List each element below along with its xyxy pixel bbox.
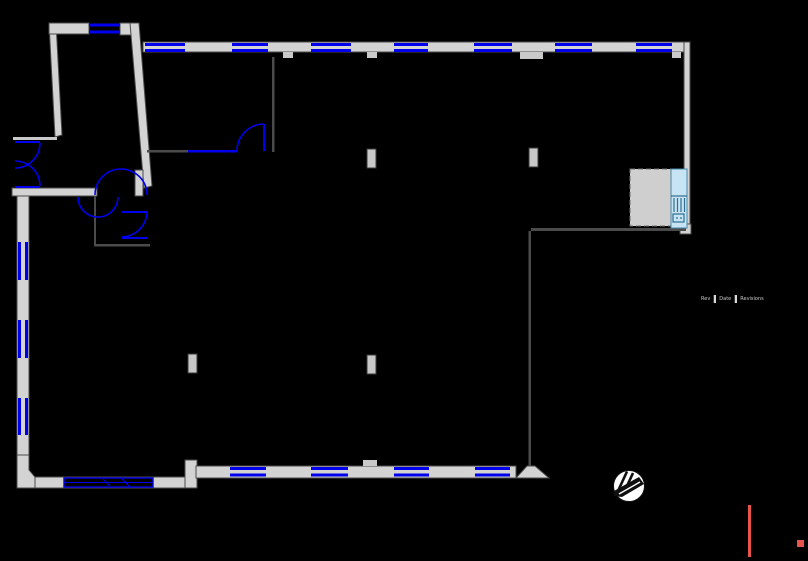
wall-entry-lintel: [11, 187, 98, 197]
protrusion-wall-top: [48, 22, 90, 35]
kitchenette-cabinet-dashed: [629, 168, 672, 227]
sink-basin: [672, 213, 685, 223]
revision-table-header: Rev Date Revisions: [701, 295, 764, 303]
vestibule-side-door-leaf: [122, 211, 148, 213]
pilaster: [520, 52, 543, 59]
window: [555, 43, 592, 52]
wall-bottom-right: [195, 465, 517, 479]
window: [89, 23, 120, 34]
vestibule-side-door-swing-arc: [121, 212, 148, 238]
red-scale-line: [748, 505, 751, 557]
window: [311, 467, 348, 477]
entrance-door-leaf: [15, 186, 40, 188]
north-arrow-icon: [613, 470, 645, 502]
entrance-door-leaf: [15, 141, 40, 143]
storefront-window: [63, 477, 154, 488]
window: [18, 242, 28, 280]
vestibule-door-swing-arc: [94, 168, 122, 196]
window: [230, 467, 266, 477]
window: [145, 43, 185, 52]
pilaster: [672, 52, 681, 58]
vestibule-wall-bottom: [94, 244, 150, 247]
window: [311, 43, 351, 52]
pilaster: [283, 52, 293, 58]
window: [232, 43, 268, 52]
window: [636, 43, 672, 52]
column: [187, 353, 198, 374]
window: [18, 320, 28, 358]
windows-top-wall: [89, 23, 672, 52]
vestibule-side-door-leaf: [122, 237, 148, 239]
window: [474, 43, 512, 52]
kitchenette-counter: [670, 168, 688, 229]
window: [394, 43, 428, 52]
entrance-door-swing-arc: [14, 160, 41, 187]
vestibule-wall-left: [94, 196, 96, 246]
revision-date-label: Date: [719, 295, 732, 302]
window: [394, 467, 429, 477]
office-wall-horizontal: [147, 150, 188, 153]
revision-separator: [713, 295, 717, 303]
wall-slanted: [129, 22, 153, 189]
structural-columns: [187, 147, 539, 375]
kitchenette: [629, 168, 688, 229]
wall-corner-bottom-left: [16, 454, 36, 489]
interior-walls: [94, 57, 686, 466]
windows-bottom-wall: [63, 467, 510, 488]
wall-bottom-flare: [514, 465, 551, 479]
entry-recess-lintel: [13, 137, 57, 140]
vestibule-door-swing-arc: [97, 196, 119, 218]
wall-notch-vertical: [528, 231, 531, 466]
pilaster: [363, 460, 377, 466]
revision-separator: [734, 295, 738, 303]
window: [475, 467, 510, 477]
revision-revisions-label: Revisions: [740, 295, 764, 302]
wall-step-block: [184, 459, 198, 489]
doors: [14, 123, 265, 239]
column: [528, 147, 539, 168]
red-square-marker: [797, 540, 804, 547]
pilaster: [367, 52, 377, 58]
office-wall-vertical: [272, 57, 275, 152]
office-door-leaf: [263, 124, 265, 151]
entrance-door-swing-arc: [14, 142, 41, 169]
revision-rev-label: Rev: [701, 295, 711, 302]
window: [18, 398, 28, 435]
vestibule-jamb: [134, 169, 144, 197]
vestibule-door-swing-arc: [77, 196, 99, 218]
vestibule-door-swing-arc: [120, 168, 148, 196]
exterior-walls: [11, 22, 692, 489]
office-door-threshold: [188, 150, 237, 153]
wall-notch-horizontal: [531, 228, 686, 231]
windows-left-wall: [18, 242, 28, 435]
protrusion-wall-left: [48, 22, 63, 138]
column: [366, 148, 377, 169]
office-door-swing-arc: [236, 123, 265, 152]
column: [366, 354, 377, 375]
